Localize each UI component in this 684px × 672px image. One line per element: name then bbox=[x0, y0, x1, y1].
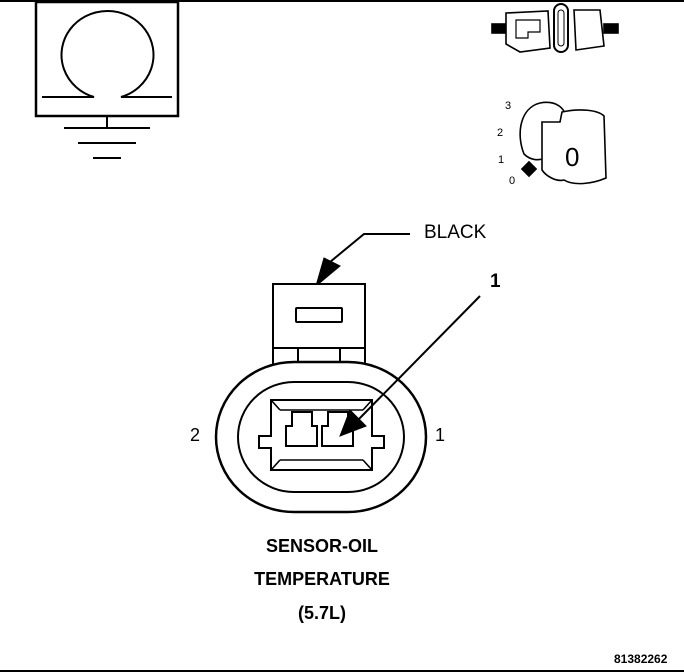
key-position-3: 3 bbox=[505, 100, 512, 112]
component-title-line1: SENSOR-OIL bbox=[265, 536, 378, 556]
inline-connector-icon bbox=[491, 3, 619, 53]
component-title-line3: (5.7L) bbox=[297, 603, 346, 623]
callout-number: 1 bbox=[490, 271, 501, 292]
pin-label-left: 2 bbox=[190, 425, 201, 445]
ground-symbol bbox=[34, 0, 180, 159]
wire-color-label: BLACK bbox=[424, 222, 487, 243]
component-title-line2: TEMPERATURE bbox=[254, 569, 390, 589]
connector-latch bbox=[272, 283, 366, 371]
key-position-1: 1 bbox=[498, 154, 505, 166]
pin-label-right: 1 bbox=[435, 425, 446, 445]
key-position-2: 2 bbox=[497, 127, 504, 139]
callout-leader bbox=[339, 295, 481, 437]
ignition-key-icon bbox=[519, 101, 607, 185]
wire-color-leader bbox=[315, 233, 410, 288]
key-position-indicator: 0 bbox=[565, 142, 580, 172]
key-position-0: 0 bbox=[509, 175, 516, 187]
terminal-pin-2 bbox=[285, 411, 318, 447]
figure-number: 81382262 bbox=[614, 652, 668, 666]
